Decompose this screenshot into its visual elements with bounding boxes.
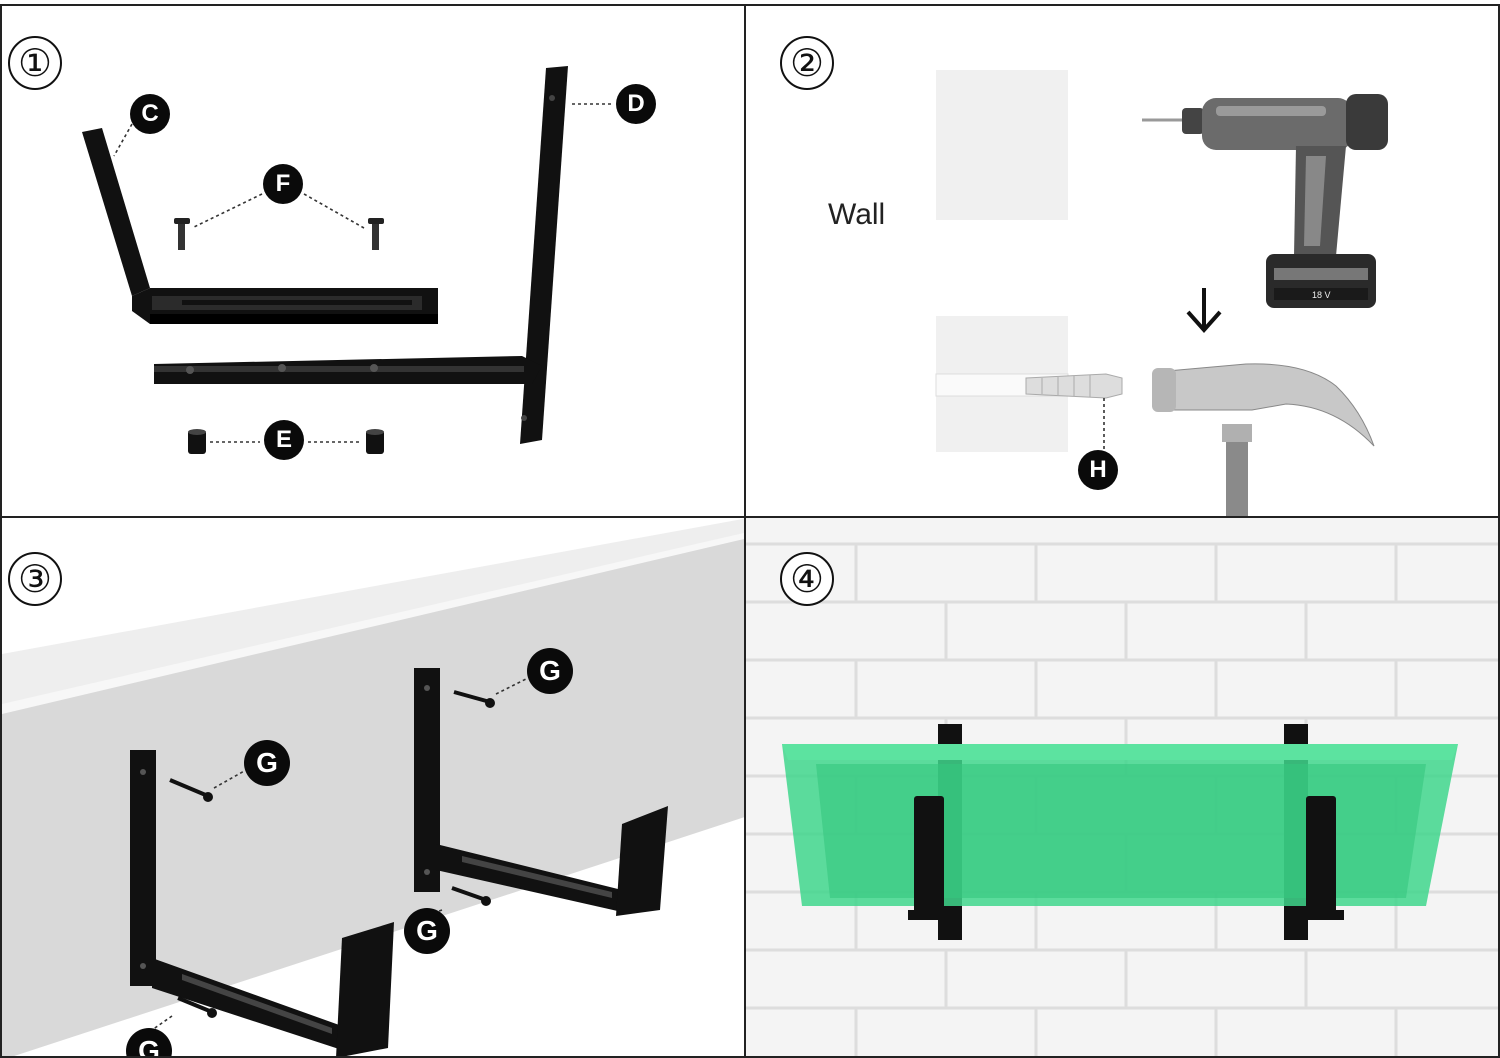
part-label-e: E bbox=[264, 420, 304, 460]
bracket-c bbox=[82, 128, 438, 324]
step-2-number: ② bbox=[780, 36, 834, 90]
wall-anchor-h bbox=[1025, 373, 1123, 399]
screw-g-2 bbox=[453, 690, 495, 708]
front-arm-right bbox=[1306, 796, 1336, 918]
step-3-mounting-diagram bbox=[2, 518, 744, 1056]
part-label-f: F bbox=[263, 164, 303, 204]
step-4-panel: ④ bbox=[744, 516, 1500, 1058]
screw-f-left bbox=[174, 218, 190, 250]
step-4-number: ④ bbox=[780, 552, 834, 606]
part-label-d: D bbox=[616, 84, 656, 124]
part-label-h: H bbox=[1078, 450, 1118, 490]
down-arrow-icon bbox=[1186, 288, 1222, 334]
part-label-c: C bbox=[130, 94, 170, 134]
screw-g-4 bbox=[177, 996, 217, 1018]
step-4-installed-planter bbox=[746, 518, 1498, 1056]
wall-block-top bbox=[936, 70, 1068, 220]
step-2-drilling-diagram: 18 V bbox=[935, 70, 1388, 516]
step-3-panel: ③ G G G G bbox=[0, 516, 746, 1058]
part-label-g-3: G bbox=[404, 908, 450, 954]
front-arm-left bbox=[914, 796, 944, 918]
part-label-g-2: G bbox=[527, 648, 573, 694]
bracket-left bbox=[130, 750, 394, 1056]
hammer bbox=[1152, 363, 1375, 516]
step-2-panel: ② Wall 18 V bbox=[744, 4, 1500, 518]
screw-f-right bbox=[368, 218, 384, 250]
ledge-top bbox=[2, 518, 744, 708]
step-3-number: ③ bbox=[8, 552, 62, 606]
leader-lines bbox=[113, 103, 614, 443]
screw-g-1 bbox=[169, 778, 213, 802]
step-1-panel: ① bbox=[0, 4, 746, 518]
step-1-parts-diagram bbox=[82, 66, 614, 454]
bracket-d bbox=[154, 66, 568, 444]
screw-g-3 bbox=[451, 886, 491, 906]
bracket-right bbox=[414, 668, 668, 916]
foot-e-left bbox=[188, 429, 206, 454]
foot-e-right bbox=[366, 429, 384, 454]
planter-box bbox=[782, 744, 1458, 906]
wall-label: Wall bbox=[828, 198, 886, 231]
power-drill bbox=[1142, 94, 1388, 308]
part-label-g-1: G bbox=[244, 740, 290, 786]
step-1-number: ① bbox=[8, 36, 62, 90]
drill-battery-text: 18 V bbox=[1312, 290, 1331, 300]
